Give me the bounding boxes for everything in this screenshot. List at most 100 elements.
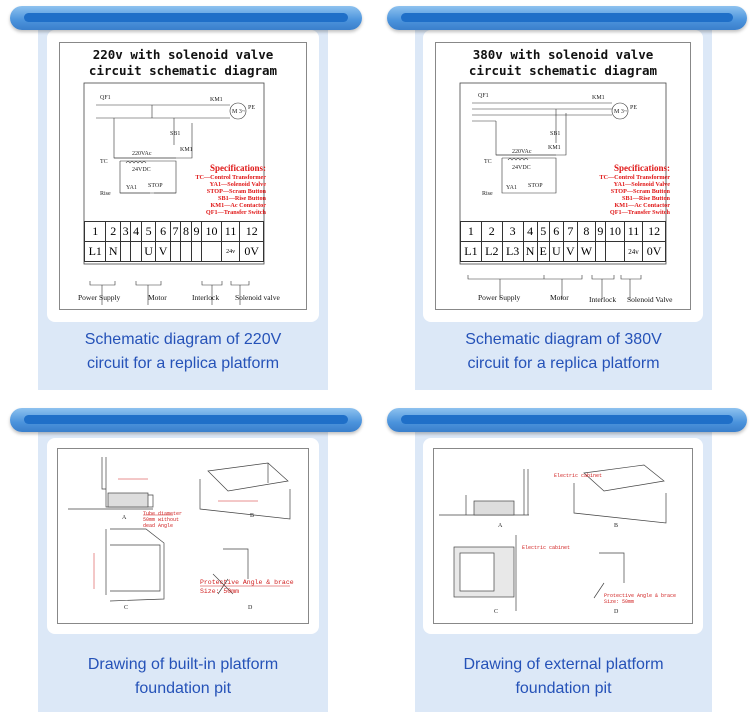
label-km1: KM1 (210, 97, 223, 103)
card-external-pit: Electric cabinet Electric cabinet Protec… (387, 408, 750, 718)
terminal-number: 11 (220, 221, 241, 242)
group-power-supply: Power Supply (78, 293, 121, 302)
label-sb1: SB1 (170, 131, 180, 137)
terminal-label: L2 (480, 241, 503, 262)
label-km1-coil: KM1 (180, 147, 193, 153)
terminal-label: L1 (83, 241, 107, 262)
view-label: D (614, 609, 619, 615)
image-frame: Tube diameter 50mm without dead Angle Pr… (47, 438, 319, 634)
card-panel: Tube diameter 50mm without dead Angle Pr… (38, 420, 328, 712)
group-motor: Motor (148, 293, 167, 302)
terminal-number: 2 (105, 221, 121, 242)
label-tc: TC (100, 159, 108, 165)
caption-line-2: circuit for a replica platform (467, 355, 660, 372)
terminal-number: 3 (501, 221, 524, 242)
terminal-label: 0V (239, 241, 264, 262)
terminal-number: 2 (480, 221, 503, 242)
terminal-label: W (576, 241, 596, 262)
title-line-2: circuit schematic diagram (468, 63, 658, 78)
group-power-supply: Power Supply (478, 293, 521, 302)
terminal-number: 6 (548, 221, 564, 242)
note: dead Angle (143, 523, 173, 529)
label-ya1: YA1 (126, 185, 137, 191)
terminal-label (130, 241, 142, 262)
terminal-number: 8 (180, 221, 192, 242)
terminal-label: 24v (220, 241, 241, 262)
terminal-number: 7 (169, 221, 182, 242)
terminal-number: 4 (130, 221, 142, 242)
terminal-number: 1 (83, 221, 107, 242)
spec-item: YA1—Solenoid Valve (209, 181, 266, 188)
label-motor: M 3~ (232, 109, 246, 115)
note: Tube diameter (143, 511, 182, 517)
view-label: C (124, 605, 128, 611)
spec-title: Specifications: (210, 163, 266, 173)
note: Size: 50mm (200, 588, 239, 595)
group-interlock: Interlock (192, 293, 220, 302)
note: 50mm without (143, 517, 179, 523)
caption-line-2: circuit for a replica platform (86, 355, 280, 372)
scroll-tube (387, 6, 747, 30)
terminal-number: 5 (536, 221, 550, 242)
spec-item: SB1—Rise Button (622, 195, 670, 202)
spec-title: Specifications: (614, 163, 670, 173)
spec-item: TC—Control Transformer (195, 174, 266, 181)
terminal-label: V (562, 241, 578, 262)
terminal-label (201, 241, 222, 262)
note: Electric cabinet (554, 473, 602, 479)
terminal-number: 1 (460, 221, 482, 242)
label-rise: Rise (482, 191, 493, 197)
image-frame: Electric cabinet Electric cabinet Protec… (423, 438, 703, 634)
terminal-number: 11 (623, 221, 644, 242)
scroll-tube (10, 6, 362, 30)
view-label: A (122, 515, 127, 521)
terminal-number: 10 (604, 221, 625, 242)
terminal-number: 3 (119, 221, 132, 242)
terminal-label (594, 241, 606, 262)
pit-drawing: Tube diameter 50mm without dead Angle Pr… (57, 448, 309, 624)
terminal-label (169, 241, 182, 262)
label-stop: STOP (148, 183, 163, 189)
caption-line-2: foundation pit (515, 680, 612, 697)
label-sb1: SB1 (550, 131, 560, 137)
pit-drawing-svg: Tube diameter 50mm without dead Angle Pr… (68, 457, 294, 611)
terminal-label (180, 241, 192, 262)
pit-drawing: Electric cabinet Electric cabinet Protec… (433, 448, 693, 624)
terminal-number: 4 (522, 221, 538, 242)
title-line-1: 380v with solenoid valve (472, 47, 654, 62)
caption: Drawing of external platform foundation p… (415, 653, 712, 701)
label-stop: STOP (528, 183, 543, 189)
caption-line-1: Drawing of external platform (463, 656, 664, 673)
scroll-tube (10, 408, 362, 432)
terminal-label: U (548, 241, 564, 262)
label-qf1: QF1 (478, 93, 489, 99)
terminal-label (190, 241, 203, 262)
terminal-label: 24v (623, 241, 644, 262)
caption-line-1: Drawing of built-in platform (87, 656, 279, 673)
label-rise: Rise (100, 191, 111, 197)
note: Protective Angle & brace (604, 593, 676, 599)
terminal-label: L1 (460, 241, 482, 262)
group-solenoid-valve: Solenoid valve (235, 293, 280, 302)
spec-item: YA1—Solenoid Valve (613, 181, 670, 188)
label-ya1: YA1 (506, 185, 517, 191)
label-vdc: 24VDC (512, 165, 531, 171)
label-motor: M 3~ (614, 109, 628, 115)
specifications: Specifications: TC—Control Transformer Y… (599, 163, 670, 216)
spec-item: QF1—Transfer Switch (609, 209, 670, 216)
label-qf1: QF1 (100, 95, 111, 101)
terminal-label: U (140, 241, 157, 262)
